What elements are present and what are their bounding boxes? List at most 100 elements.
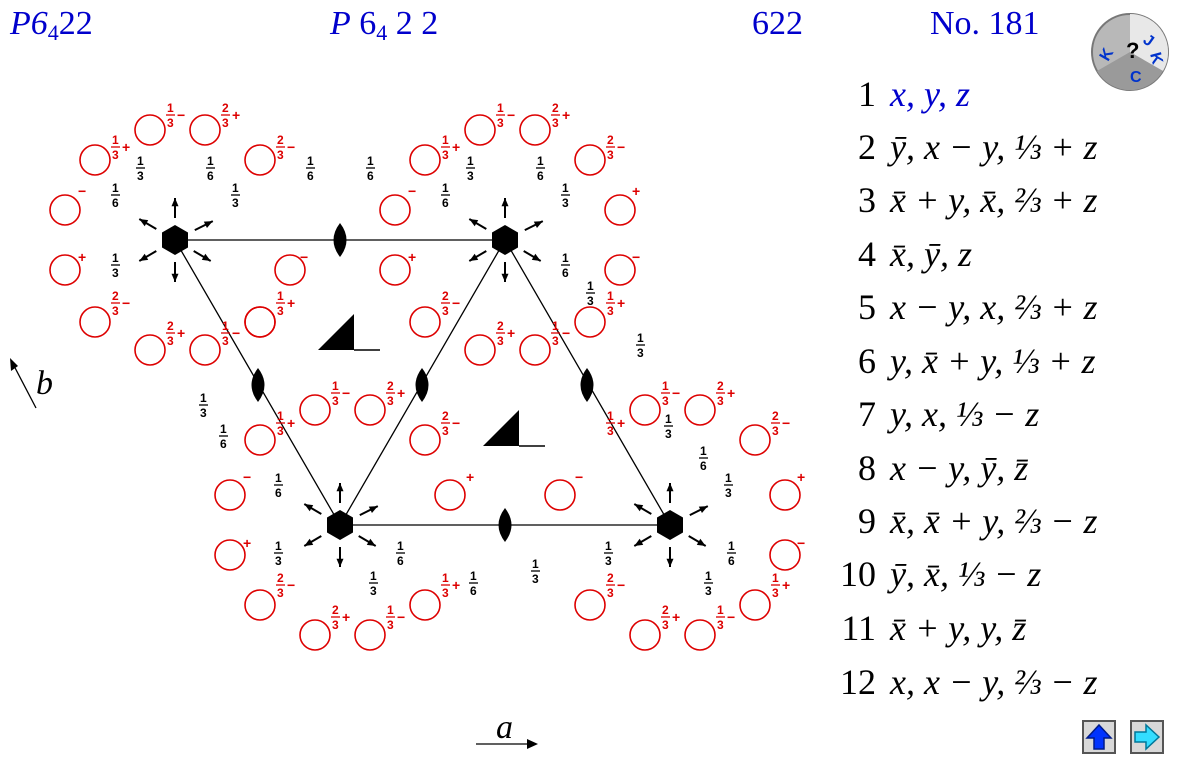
axis-height-label-den: 3 — [665, 427, 672, 441]
general-position-circle — [189, 334, 221, 366]
circle-height-label-den: 3 — [442, 586, 449, 600]
axis-height-label-num: 1 — [232, 181, 239, 195]
axis-height-label-den: 6 — [307, 169, 314, 183]
general-position-circle — [544, 479, 576, 511]
general-position-circle — [629, 619, 661, 651]
general-position-circle — [519, 114, 551, 146]
axis-height-label-num: 1 — [112, 251, 119, 265]
general-position-circle — [519, 334, 551, 366]
screw-arrow-head — [469, 253, 479, 261]
general-position-circle — [409, 424, 441, 456]
axis-height-label-den: 6 — [562, 266, 569, 280]
circle-height-label-den: 3 — [442, 424, 449, 438]
circle-height-label-num: 1 — [662, 379, 669, 393]
circle-height-label-den: 3 — [277, 586, 284, 600]
screw-arrow-head — [501, 273, 509, 282]
right-arrow-icon[interactable] — [1130, 720, 1164, 754]
axis-height-label-den: 6 — [397, 554, 404, 568]
circle-height-label-den: 3 — [717, 618, 724, 632]
circle-height-label-num: 1 — [167, 101, 174, 115]
axis-height-label-den: 6 — [207, 169, 214, 183]
general-position-circle — [244, 424, 276, 456]
axis-height-label-num: 1 — [275, 471, 282, 485]
general-position-circle — [574, 306, 606, 338]
axis-height-label-num: 1 — [220, 422, 227, 436]
circle-height-label-den: 3 — [607, 304, 614, 318]
svg-text:?: ? — [1126, 38, 1139, 63]
circle-height-label-num: 1 — [222, 319, 229, 333]
circle-sign: − — [452, 415, 460, 431]
circle-sign: − — [617, 139, 625, 155]
circle-sign: + — [672, 609, 680, 625]
circle-sign: + — [797, 469, 805, 485]
screw-arrow-head — [666, 483, 674, 492]
circle-height-label-den: 3 — [277, 424, 284, 438]
circle-height-label-den: 3 — [497, 334, 504, 348]
screw-arrow-head — [201, 253, 211, 261]
screw-arrow-head — [469, 219, 479, 227]
b-axis-label: b — [36, 365, 53, 402]
threefold-screw-axis-2 — [483, 410, 519, 446]
axis-height-label-num: 1 — [562, 181, 569, 195]
space-group-number: No. 181 — [930, 5, 1040, 42]
circle-height-label-num: 2 — [332, 603, 339, 617]
circle-sign: + — [617, 415, 625, 431]
circle-height-label-num: 1 — [277, 289, 284, 303]
axis-height-label-num: 1 — [470, 569, 477, 583]
circle-height-label-num: 1 — [442, 133, 449, 147]
circle-sign: − — [287, 139, 295, 155]
screw-arrow-head — [336, 558, 344, 567]
screw-arrow-head — [634, 538, 644, 546]
sixfold-screw-axis-1 — [162, 225, 188, 255]
hermann-mauguin-short-symbol: P6422 — [10, 5, 93, 45]
circle-sign: − — [575, 469, 583, 485]
circle-height-label-den: 3 — [552, 116, 559, 130]
general-position-circle — [49, 254, 81, 286]
circle-sign: − — [562, 325, 570, 341]
twofold-axis-2 — [251, 368, 265, 402]
axis-height-label-den: 3 — [605, 554, 612, 568]
axis-height-label-num: 1 — [200, 391, 207, 405]
up-arrow-icon[interactable] — [1082, 720, 1116, 754]
circle-height-label-num: 1 — [772, 571, 779, 585]
general-position-circle — [379, 254, 411, 286]
circle-height-label-den: 3 — [387, 394, 394, 408]
screw-arrow-head — [698, 506, 708, 513]
circle-height-label-num: 2 — [112, 289, 119, 303]
axis-height-label-num: 1 — [725, 471, 732, 485]
twofold-axis-1 — [333, 223, 347, 257]
jkc-logo-icon[interactable]: J K K C ? — [1090, 12, 1170, 92]
circle-height-label-num: 2 — [222, 101, 229, 115]
axis-height-label-num: 1 — [637, 331, 644, 345]
circle-height-label-den: 3 — [332, 618, 339, 632]
circle-sign: − — [727, 609, 735, 625]
screw-arrow-head — [304, 504, 314, 512]
axis-height-label-num: 1 — [307, 154, 314, 168]
general-position-circle — [604, 254, 636, 286]
circle-sign: − — [782, 415, 790, 431]
general-position-circle — [134, 334, 166, 366]
general-position-circle — [604, 194, 636, 226]
general-position-circle — [244, 589, 276, 621]
general-position-circle — [464, 114, 496, 146]
general-position-circle — [684, 394, 716, 426]
circle-sign: + — [452, 139, 460, 155]
axis-height-label-num: 1 — [665, 412, 672, 426]
circle-sign: − — [122, 295, 130, 311]
general-position-circle — [464, 334, 496, 366]
axis-height-label-num: 1 — [275, 539, 282, 553]
circle-sign: + — [452, 577, 460, 593]
circle-sign: − — [300, 249, 308, 265]
circle-sign: + — [177, 325, 185, 341]
general-position-circle — [134, 114, 166, 146]
screw-arrow-head — [203, 221, 213, 228]
general-position-circle — [214, 479, 246, 511]
screw-arrow-head — [139, 253, 149, 261]
circle-sign: + — [727, 385, 735, 401]
twofold-axis-3 — [415, 368, 429, 402]
